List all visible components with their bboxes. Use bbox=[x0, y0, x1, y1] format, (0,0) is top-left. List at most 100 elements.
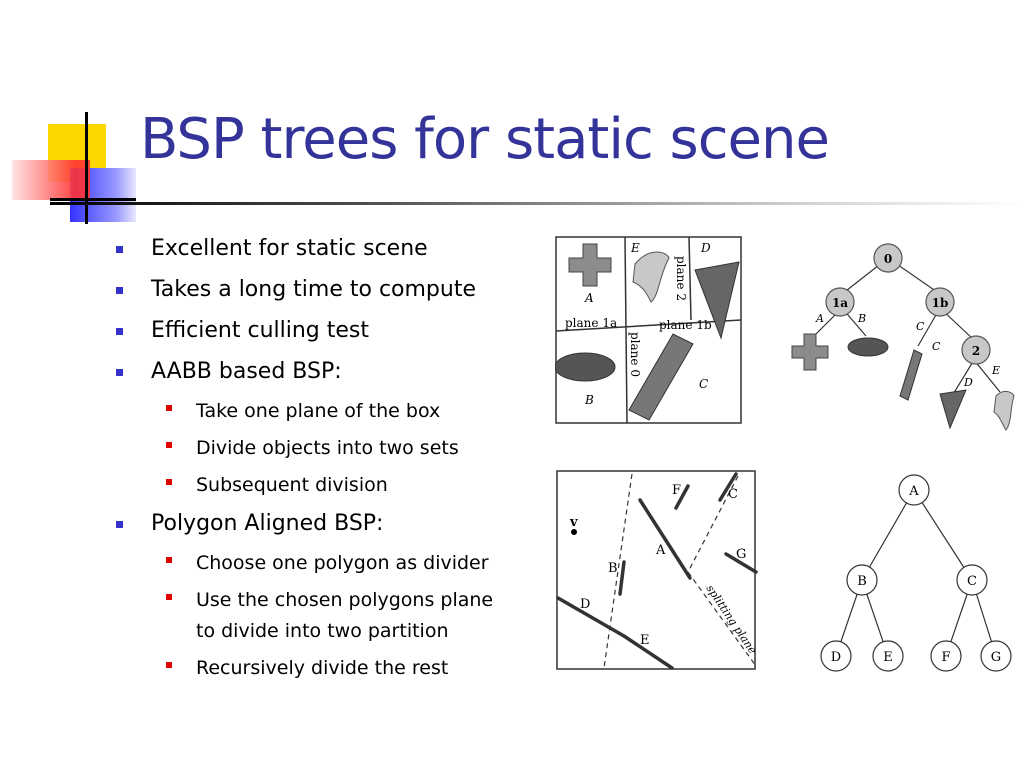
plane0-line bbox=[624, 236, 628, 424]
label-plane1a: plane 1a bbox=[565, 316, 617, 330]
boomerang-shape bbox=[632, 251, 670, 303]
bullet-marker bbox=[116, 521, 123, 528]
bullet-marker bbox=[116, 287, 123, 294]
decor-red-square bbox=[12, 160, 90, 200]
sub-bullet-text: Subsequent division bbox=[196, 474, 388, 496]
edge bbox=[951, 359, 975, 397]
aabb-bsp-diagram: A B C D E plane 1a plane 1b plane 0 plan… bbox=[555, 236, 742, 424]
label-b: B bbox=[584, 393, 594, 407]
node-b-label: B bbox=[857, 574, 867, 589]
bullet-text: AABB based BSP: bbox=[151, 359, 342, 384]
label-a: A bbox=[584, 291, 594, 305]
sub-bullet-text: Take one plane of the box bbox=[196, 400, 441, 422]
sub-bullet-marker bbox=[166, 405, 172, 411]
polygon-a bbox=[638, 498, 692, 580]
dashed-plane-a bbox=[687, 475, 739, 573]
label-d: D bbox=[700, 241, 711, 255]
sub-bullet-marker bbox=[166, 594, 172, 600]
polygon-b bbox=[618, 560, 626, 596]
bullet-marker bbox=[116, 369, 123, 376]
label-g: G bbox=[736, 547, 746, 562]
polygon-f bbox=[674, 484, 690, 510]
bullet-marker bbox=[116, 246, 123, 253]
edge-label-a: A bbox=[815, 312, 824, 325]
polygon-c bbox=[718, 472, 738, 502]
bullet-text: Excellent for static scene bbox=[151, 236, 428, 261]
bullet-marker bbox=[116, 328, 123, 335]
tree-node bbox=[980, 640, 1012, 672]
ellipse-shape bbox=[555, 352, 616, 382]
tree-node bbox=[846, 564, 878, 596]
node-d-label: D bbox=[831, 650, 841, 665]
edge bbox=[973, 359, 1001, 393]
viewpoint-dot bbox=[571, 529, 577, 535]
edge-label-d: D bbox=[963, 376, 973, 389]
aabb-bsp-tree: 0 1a 1b 2 A B C C D E bbox=[791, 243, 1015, 431]
node-g-label: G bbox=[991, 650, 1001, 665]
dashed-splitting-plane bbox=[687, 571, 757, 667]
sub-bullet-marker bbox=[166, 662, 172, 668]
leaf-ellipse-shape bbox=[847, 337, 889, 357]
plane2-line bbox=[688, 236, 692, 321]
bullet-text: Polygon Aligned BSP: bbox=[151, 511, 384, 536]
sub-bullet-text: Choose one polygon as divider bbox=[196, 552, 489, 574]
tree-node bbox=[825, 287, 855, 317]
edge-label-e: E bbox=[991, 364, 1000, 377]
slide-title: BSP trees for static scene bbox=[140, 107, 830, 172]
sub-bullet-line: Use the chosen polygons plane bbox=[196, 589, 494, 611]
triangle-shape bbox=[694, 261, 740, 340]
leaf-boomerang-shape bbox=[993, 390, 1015, 431]
node-c-label: C bbox=[967, 574, 977, 589]
sub-bullet-text: Recursively divide the rest bbox=[196, 657, 449, 679]
node-f-label: F bbox=[941, 650, 950, 665]
polygon-bsp-tree: A B C D E F G bbox=[820, 474, 1012, 672]
tree-node bbox=[925, 287, 955, 317]
leaf-rectangle-shape bbox=[899, 349, 923, 401]
polygon-e bbox=[622, 634, 674, 670]
label-plane0: plane 0 bbox=[628, 332, 642, 377]
tree-node bbox=[961, 335, 991, 365]
polygon-d bbox=[556, 596, 626, 638]
decor-vertical-line bbox=[85, 112, 88, 224]
label-f: F bbox=[672, 483, 681, 498]
label-d: D bbox=[580, 597, 590, 612]
title-underline bbox=[50, 202, 1024, 205]
node-0-label: 0 bbox=[884, 252, 892, 266]
label-e: E bbox=[630, 241, 640, 255]
node-1b-label: 1b bbox=[932, 296, 949, 310]
rectangle-shape bbox=[628, 333, 694, 421]
leaf-triangle-shape bbox=[939, 389, 967, 430]
edge bbox=[913, 489, 973, 581]
cross-shape bbox=[568, 243, 612, 287]
sub-bullet-marker bbox=[166, 442, 172, 448]
edge-label-b: B bbox=[857, 312, 866, 325]
label-a: A bbox=[655, 543, 666, 558]
edge bbox=[861, 489, 915, 581]
node-1a-label: 1a bbox=[832, 296, 848, 310]
decor-horizontal-line bbox=[50, 198, 136, 201]
edge-label-c2: C bbox=[932, 340, 941, 353]
node-a-label: A bbox=[908, 484, 919, 499]
sub-bullet-text: Divide objects into two sets bbox=[196, 437, 459, 459]
tree-node bbox=[873, 243, 903, 273]
plane1-line bbox=[555, 319, 742, 332]
bullet-text: Takes a long time to compute bbox=[151, 277, 477, 302]
label-e: E bbox=[640, 633, 650, 648]
tree-node bbox=[820, 640, 852, 672]
tree-node bbox=[956, 564, 988, 596]
sub-bullet-marker bbox=[166, 479, 172, 485]
tree-node bbox=[898, 474, 930, 506]
node-e-label: E bbox=[883, 650, 893, 665]
label-c: C bbox=[728, 487, 738, 502]
leaf-cross-shape bbox=[791, 333, 829, 371]
bullet-text: Efficient culling test bbox=[151, 318, 370, 343]
tree-node bbox=[872, 640, 904, 672]
polygon-g bbox=[724, 552, 758, 574]
sub-bullet-marker bbox=[166, 557, 172, 563]
sub-bullet-text: Use the chosen polygons plane to divide i… bbox=[196, 585, 493, 647]
edge-label-c1: C bbox=[916, 320, 925, 333]
label-plane2: plane 2 bbox=[674, 256, 688, 301]
sub-bullet-line: to divide into two partition bbox=[196, 620, 449, 642]
label-b: B bbox=[608, 561, 618, 576]
node-2-label: 2 bbox=[972, 344, 980, 358]
